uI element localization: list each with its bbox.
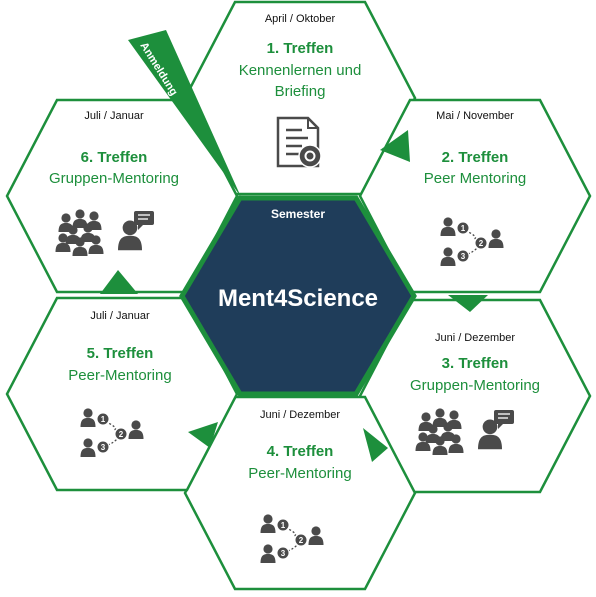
center-title: Ment4Science (218, 285, 378, 312)
meeting-3-subtitle: Gruppen-Mentoring (410, 377, 540, 394)
meeting-3: Juni / Dezember 3. Treffen Gruppen-Mento… (410, 332, 540, 455)
hexagon-meeting-4 (183, 395, 417, 591)
meeting-5-title: 5. Treffen (87, 345, 154, 362)
meeting-2: Mai / November 2. Treffen Peer Mentoring (424, 110, 527, 266)
arrow-2-to-3 (448, 295, 488, 312)
meeting-3-month: Juni / Dezember (435, 332, 515, 344)
meeting-6-month: Juli / Januar (84, 110, 144, 122)
center-hexagon (179, 195, 417, 397)
meeting-4-month: Juni / Dezember (260, 409, 340, 421)
meeting-6: Juli / Januar 6. Treffen Gruppen-Mentori… (49, 110, 179, 256)
meeting-1-subtitle-line-2: Briefing (275, 83, 326, 100)
meeting-4-subtitle: Peer-Mentoring (248, 465, 351, 482)
meeting-5: Juli / Januar 5. Treffen Peer-Mentoring (68, 310, 172, 457)
meeting-2-month: Mai / November (436, 110, 514, 122)
meeting-2-subtitle: Peer Mentoring (424, 170, 527, 187)
meeting-1-subtitle-line-1: Kennenlernen und (239, 62, 362, 79)
document-gear-icon (276, 116, 322, 168)
meeting-6-title: 6. Treffen (81, 149, 148, 166)
meeting-5-subtitle: Peer-Mentoring (68, 367, 171, 384)
meeting-1-title: 1. Treffen (267, 40, 334, 57)
hexagon-meeting-2 (358, 98, 592, 294)
arrow-5-to-6 (100, 270, 138, 294)
arrow-3-to-4 (363, 428, 388, 462)
meeting-1: April / Oktober 1. Treffen Kennenlernen … (239, 13, 362, 168)
arrow-4-to-5 (188, 422, 218, 448)
meeting-3-title: 3. Treffen (442, 355, 509, 372)
meeting-4-title: 4. Treffen (267, 443, 334, 460)
meeting-6-subtitle: Gruppen-Mentoring (49, 170, 179, 187)
arrow-1-to-2 (380, 130, 410, 162)
meeting-5-month: Juli / Januar (90, 310, 150, 322)
meeting-2-title: 2. Treffen (442, 149, 509, 166)
center-subtitle: Semester (271, 207, 325, 221)
meeting-1-month: April / Oktober (265, 13, 336, 25)
meeting-4: Juni / Dezember 4. Treffen Peer-Mentorin… (248, 409, 352, 563)
